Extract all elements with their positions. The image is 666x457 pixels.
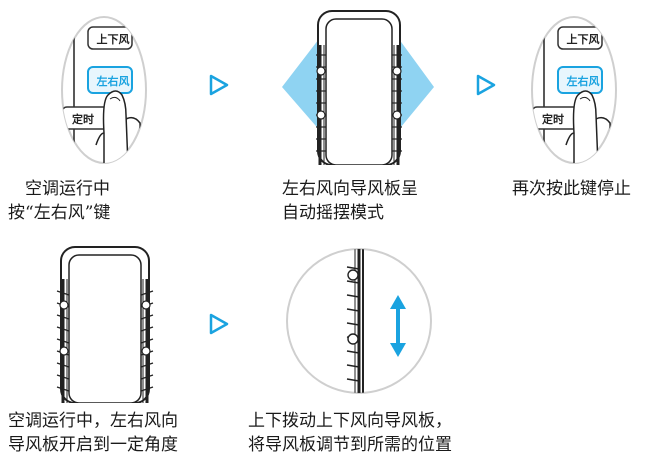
caption-line: 空调运行中，左右风向 xyxy=(8,411,178,431)
step5-caption: 上下拨动上下风向导风板， 将导风板调节到所需的位置 xyxy=(248,409,452,457)
caption-line: 按“左右风”键 xyxy=(8,203,111,223)
step4-louver-open-illustration xyxy=(56,246,154,403)
step5-louver-adjust-illustration xyxy=(286,248,432,394)
step1-remote-illustration xyxy=(61,16,147,164)
button-partial-label: 定时 xyxy=(542,113,564,126)
step1-caption: 空调运行中 按“左右风”键 xyxy=(8,177,110,225)
caption-line: 再次按此键停止 xyxy=(512,179,631,199)
hand-pointer-icon xyxy=(572,90,599,163)
next-step-arrow-icon xyxy=(476,74,496,96)
button-partial-label: 定时 xyxy=(72,113,94,126)
next-step-arrow-icon xyxy=(209,313,229,335)
button-updown[interactable] xyxy=(87,26,133,50)
step4-caption: 空调运行中，左右风向 导风板开启到一定角度 xyxy=(8,409,178,457)
button-updown[interactable] xyxy=(557,26,603,50)
next-step-arrow-icon xyxy=(209,74,229,96)
caption-line: 自动摇摆模式 xyxy=(282,203,384,223)
step2-caption: 左右风向导风板呈 自动摇摆模式 xyxy=(282,177,418,225)
caption-line: 将导风板调节到所需的位置 xyxy=(248,435,452,455)
button-leftright-label: 左右风 xyxy=(566,75,600,88)
caption-line: 导风板开启到一定角度 xyxy=(8,435,178,455)
up-down-arrow-icon xyxy=(390,295,406,357)
button-updown-label: 上下风 xyxy=(566,33,600,46)
hand-pointer-icon xyxy=(102,90,129,163)
caption-line: 空调运行中 xyxy=(8,179,110,199)
caption-line: 上下拨动上下风向导风板， xyxy=(248,411,452,431)
step2-louver-swing-illustration xyxy=(282,10,434,165)
step3-caption: 再次按此键停止 xyxy=(512,177,631,201)
button-updown-label: 上下风 xyxy=(96,33,130,46)
step3-remote-illustration xyxy=(531,16,617,164)
caption-line: 左右风向导风板呈 xyxy=(282,179,418,199)
button-leftright-label: 左右风 xyxy=(96,75,130,88)
